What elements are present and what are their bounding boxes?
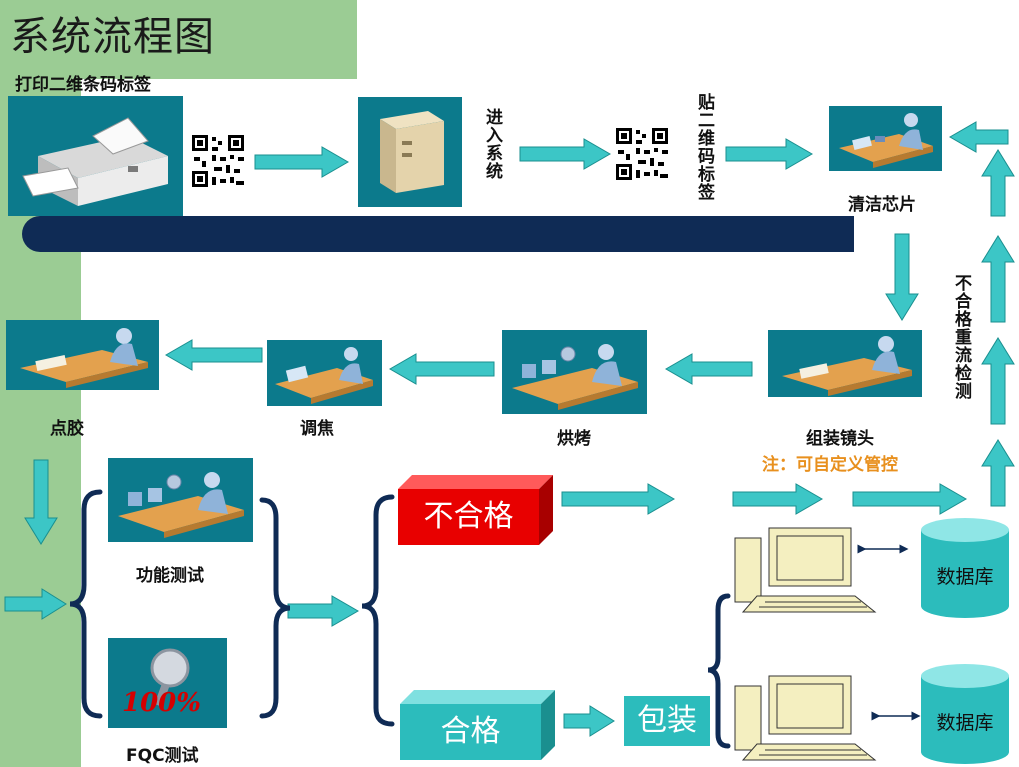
bake-tile (502, 330, 647, 414)
database-bottom-label: 数据库 (936, 712, 994, 734)
custom-control-note: 注：可自定义管控 (762, 455, 898, 475)
arrow-right (852, 483, 968, 515)
arrow-right (4, 588, 67, 620)
badge-100: 100% (122, 688, 201, 718)
server-icon (380, 111, 444, 193)
package-box: 包装 (624, 696, 710, 746)
pass-box: 合格 (400, 690, 555, 760)
stick-label-text: 贴二维码标签 (694, 93, 714, 201)
fqc-test-tile: 100% (108, 638, 227, 728)
arrow-down (24, 459, 58, 545)
arrow-up (981, 337, 1015, 425)
pass-label: 合格 (440, 714, 501, 749)
enter-system-text: 进入系统 (482, 108, 502, 180)
left-brace (69, 489, 103, 719)
pass-box-shape (400, 690, 555, 760)
print-label-text: 打印二维条码标签 (15, 75, 151, 95)
arrow-left (388, 353, 495, 385)
right-brace (259, 497, 291, 719)
arrow-down (885, 233, 919, 321)
computer-icon (734, 675, 877, 761)
computer-icon (734, 527, 877, 613)
database-top-label: 数据库 (936, 566, 994, 588)
arrow-left (164, 339, 263, 371)
fail-box: 不合格 (398, 475, 553, 545)
results-brace (361, 494, 395, 727)
arrow-right (563, 705, 615, 737)
worker-at-desk-icon (275, 347, 373, 404)
process-bar (22, 216, 854, 252)
worker-at-desk-icon (839, 113, 933, 168)
qr-code-icon (190, 133, 246, 189)
focus-tile (267, 340, 382, 406)
arrow-up (981, 149, 1015, 217)
clean-chip-tile (829, 106, 942, 171)
database-bottom: 数据库 (921, 664, 1009, 764)
database-top: 数据库 (921, 518, 1009, 618)
arrow-right (561, 483, 676, 515)
fqc-test-text: FQC测试 (126, 746, 199, 766)
title-background (0, 0, 357, 79)
worker-with-parts-icon (512, 344, 638, 410)
database-icon (921, 518, 1009, 618)
magnifier-icon (150, 648, 190, 707)
qr-code-icon (614, 126, 670, 182)
printer-tile (8, 96, 183, 216)
fail-box-shape (398, 475, 553, 545)
function-test-text: 功能测试 (136, 566, 204, 586)
worker-with-parts-icon (118, 472, 244, 538)
clean-chip-text: 清洁芯片 (848, 195, 916, 215)
retest-text: 不合格重流检测 (951, 274, 971, 400)
arrow-up (981, 439, 1015, 507)
arrow-right (254, 146, 350, 178)
arrow-left (664, 353, 753, 385)
arrow-right (725, 138, 814, 170)
focus-text: 调焦 (300, 419, 334, 439)
worker-at-desk-icon (20, 328, 148, 388)
arrow-right (519, 138, 612, 170)
server-tile (358, 97, 462, 207)
database-icon (921, 664, 1009, 764)
bake-text: 烘烤 (557, 429, 591, 449)
function-test-tile (108, 458, 253, 542)
fail-label: 不合格 (423, 499, 514, 534)
arrow-right (732, 483, 824, 515)
computer-brace (707, 593, 731, 749)
arrow-left (948, 121, 1009, 153)
page-title: 系统流程图 (10, 14, 215, 60)
arrow-up (981, 235, 1015, 323)
worker-at-desk-icon (782, 336, 912, 396)
printer-icon (22, 117, 168, 206)
dispense-tile (6, 320, 159, 390)
dispense-text: 点胶 (50, 419, 84, 439)
assemble-lens-tile (768, 330, 922, 397)
assemble-lens-text: 组装镜头 (806, 429, 874, 449)
arrow-right (287, 595, 360, 627)
